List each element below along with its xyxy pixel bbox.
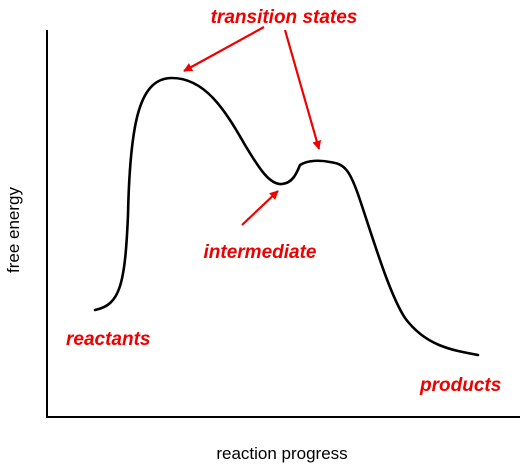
arrow-to-intermediate [241,190,279,226]
y-axis-label: free energy [4,187,23,273]
reactants-label: reactants [66,329,151,350]
arrow-to-second-transition-state [283,29,322,150]
transition-states-label: transition states [211,7,358,28]
intermediate-label: intermediate [204,242,317,263]
x-axis-label: reaction progress [216,444,347,463]
products-label: products [419,375,501,396]
energy-curve [93,76,480,357]
arrow-to-first-transition-state [183,26,265,72]
